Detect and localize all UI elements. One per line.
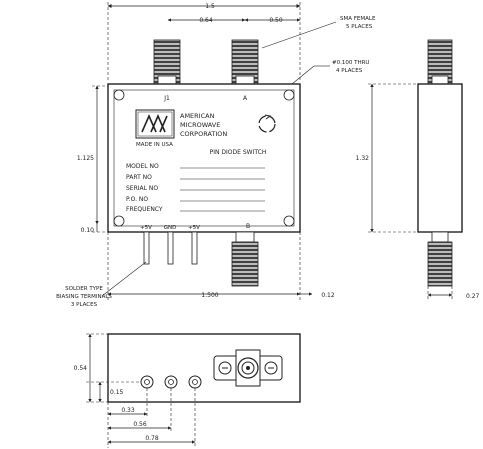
company-name-line1: AMERICAN — [180, 112, 215, 120]
company-label: MADE IN USA AMERICAN MICROWAVE CORPORATI… — [135, 109, 276, 148]
biasing-terminals — [143, 231, 198, 265]
port-label-top-right: A — [243, 95, 248, 102]
note-sma-female: SMA FEMALE — [340, 16, 376, 22]
note-biasing-terminals: BIASING TERMINALS — [56, 294, 112, 300]
dim-width-bottom: 1.500 — [201, 292, 218, 299]
dim-end-pin-height: 0.15 — [110, 389, 124, 396]
dim-height-main: 1.125 — [77, 155, 94, 162]
side-body — [417, 83, 463, 233]
bias-label-1: +5V — [140, 225, 152, 231]
dim-end-height: 0.54 — [74, 365, 88, 372]
front-body — [107, 83, 301, 233]
field-frequency: FREQUENCY — [126, 206, 163, 213]
dim-conn-spacing-2: 0.50 — [269, 17, 283, 24]
sma-connector-top-left — [153, 39, 181, 87]
bias-label-3: +5V — [188, 225, 200, 231]
note-sma-places: 5 PLACES — [346, 24, 373, 30]
product-title: PIN DIODE SWITCH — [210, 149, 267, 156]
field-part: PART NO — [126, 174, 152, 181]
dim-right-extend: 0.12 — [321, 292, 335, 299]
field-po: P.O. NO — [126, 196, 148, 203]
company-name-line2: MICROWAVE — [180, 121, 220, 129]
label-fields: MODEL NO PART NO SERIAL NO P.O. NO FREQU… — [126, 163, 265, 213]
company-name-line3: CORPORATION — [180, 130, 227, 138]
dim-side-conn-width: 0.27 — [466, 293, 480, 300]
dim-pin-spacing-2: 0.56 — [133, 421, 147, 428]
mounting-holes — [113, 89, 295, 227]
dim-overall-width: 1.5 — [205, 3, 215, 10]
dim-conn-spacing-1: 0.64 — [199, 17, 213, 24]
recycle-icon — [258, 114, 276, 133]
note-solder-type: SOLDER TYPE — [65, 286, 103, 292]
bias-label-2: GND — [164, 225, 177, 231]
dim-base-offset: 0.10 — [81, 227, 95, 234]
dim-pin-spacing-3: 0.78 — [145, 435, 159, 442]
company-logo-icon — [141, 114, 168, 133]
sma-connector-bottom — [231, 231, 259, 287]
end-connector-flange — [213, 349, 283, 387]
note-thru-places: 4 PLACES — [336, 68, 363, 74]
field-model: MODEL NO — [126, 163, 159, 170]
front-view: 1.5 0.64 0.50 SMA FEMALE 5 PLACES #0.100… — [56, 2, 376, 308]
side-view: 1.32 0.27 — [356, 39, 480, 300]
dim-pin-spacing-1: 0.33 — [121, 407, 135, 414]
note-thru-hole: #0.100 THRU — [332, 60, 369, 66]
note-solder-places: 3 PLACES — [71, 302, 98, 308]
sma-connector-top-right — [231, 39, 259, 87]
dim-side-height: 1.32 — [356, 155, 370, 162]
port-label-bottom-right: B — [246, 223, 250, 230]
made-in-label: MADE IN USA — [136, 142, 173, 148]
end-view: 0.54 0.15 0.33 0.56 0.78 — [74, 333, 301, 448]
field-serial: SERIAL NO — [126, 185, 158, 192]
port-label-top-left: J1 — [163, 95, 170, 102]
